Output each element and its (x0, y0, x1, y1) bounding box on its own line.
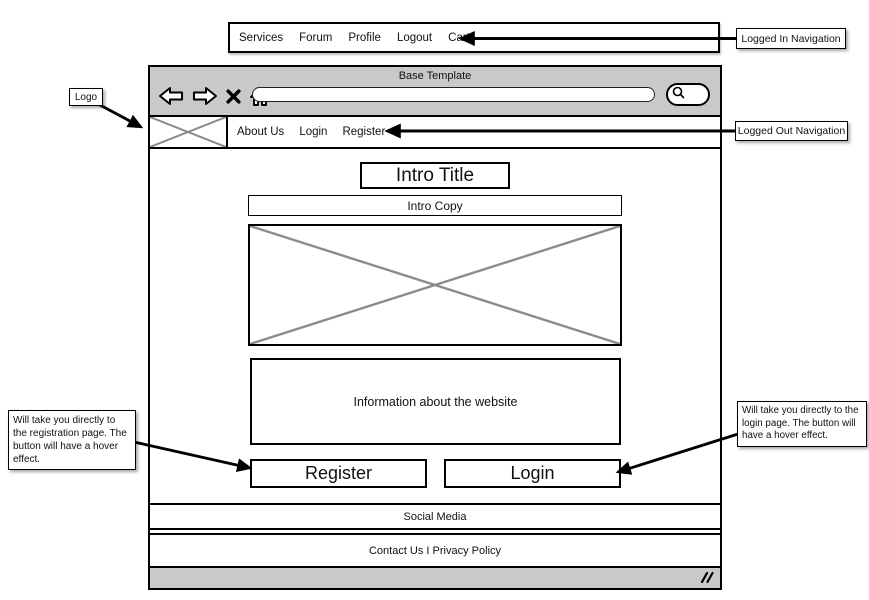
login-button[interactable]: Login (444, 459, 621, 488)
login-annotation: Will take you directly to the login page… (737, 401, 867, 448)
logo-placeholder[interactable] (150, 117, 228, 147)
logged-out-nav-links: About Us Login Register (237, 117, 385, 147)
browser-chrome: Base Template (150, 67, 720, 117)
nav-item-cart[interactable]: Cart (448, 31, 470, 44)
url-bar[interactable] (252, 87, 655, 102)
nav-item-forum[interactable]: Forum (299, 31, 333, 44)
nav-item-logout[interactable]: Logout (396, 31, 433, 44)
intro-copy-box: Intro Copy (248, 195, 622, 216)
contact-privacy-bar[interactable]: Contact Us I Privacy Policy (150, 533, 720, 568)
intro-title-box: Intro Title (360, 162, 510, 189)
logged-in-nav-callout: Logged In Navigation (736, 28, 846, 49)
register-annotation: Will take you directly to the registrati… (8, 410, 136, 470)
search-box[interactable] (666, 83, 710, 106)
nav-item-login[interactable]: Login (299, 126, 328, 138)
logged-in-nav-bar: Services Forum Profile Logout Cart (228, 22, 720, 53)
nav-item-about-us[interactable]: About Us (237, 126, 285, 138)
logged-out-nav-row: About Us Login Register (150, 117, 720, 149)
website-info-box: Information about the website (250, 358, 621, 445)
window-title: Base Template (398, 70, 472, 82)
resize-handle-icon[interactable] (698, 571, 714, 586)
hero-image-placeholder (248, 224, 622, 346)
forward-arrow-icon[interactable] (192, 85, 218, 107)
social-media-bar[interactable]: Social Media (150, 503, 720, 530)
nav-item-register[interactable]: Register (342, 126, 386, 138)
back-arrow-icon[interactable] (158, 85, 184, 107)
logo-x-icon (150, 117, 226, 147)
nav-item-services[interactable]: Services (239, 31, 284, 44)
arrow-logo (99, 103, 144, 129)
window-status-bar (150, 568, 720, 588)
image-x-icon (250, 226, 620, 344)
register-button[interactable]: Register (250, 459, 427, 488)
magnifier-icon (671, 85, 687, 105)
nav-item-profile[interactable]: Profile (348, 31, 381, 44)
logo-callout: Logo (69, 88, 103, 106)
close-x-icon[interactable] (226, 88, 241, 104)
browser-window: Base Template (148, 65, 722, 590)
logged-out-nav-callout: Logged Out Navigation (735, 121, 848, 141)
